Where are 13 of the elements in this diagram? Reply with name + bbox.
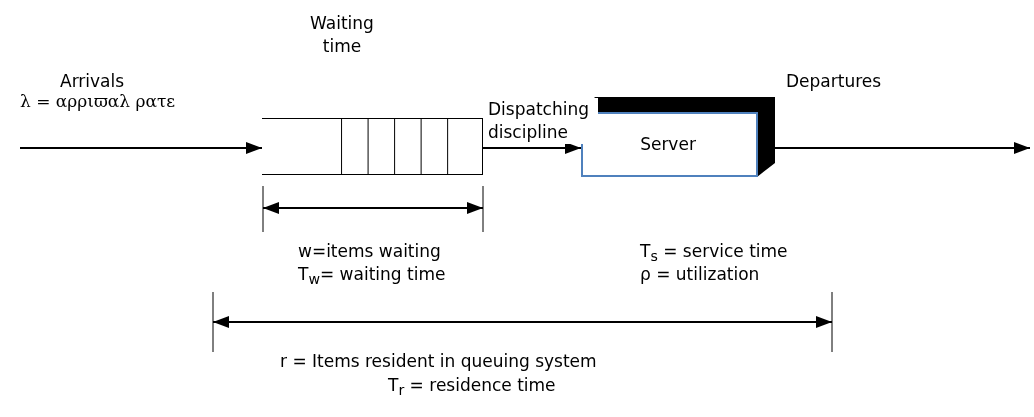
variable-definition: T$_{w}$= waiting time <box>298 263 446 290</box>
variable-definition: r = Items resident in queuing system <box>280 350 597 372</box>
arrow <box>774 142 1031 154</box>
arrow <box>482 142 582 154</box>
formula-text: λ = αρριϖαλ ρατε <box>20 90 176 112</box>
variable-definition: ρ = utilization <box>640 263 760 285</box>
edge-label: Dispatching discipline <box>488 98 598 144</box>
node-caption: Waiting time <box>309 12 375 58</box>
variable-definition: T$_{s}$ = service time <box>640 240 788 266</box>
arrow <box>19 142 263 154</box>
variable-definition: T$_{r}$ = residence time <box>388 374 556 401</box>
variable-definition: w=items waiting <box>298 240 441 262</box>
queue-drawing <box>262 118 483 175</box>
